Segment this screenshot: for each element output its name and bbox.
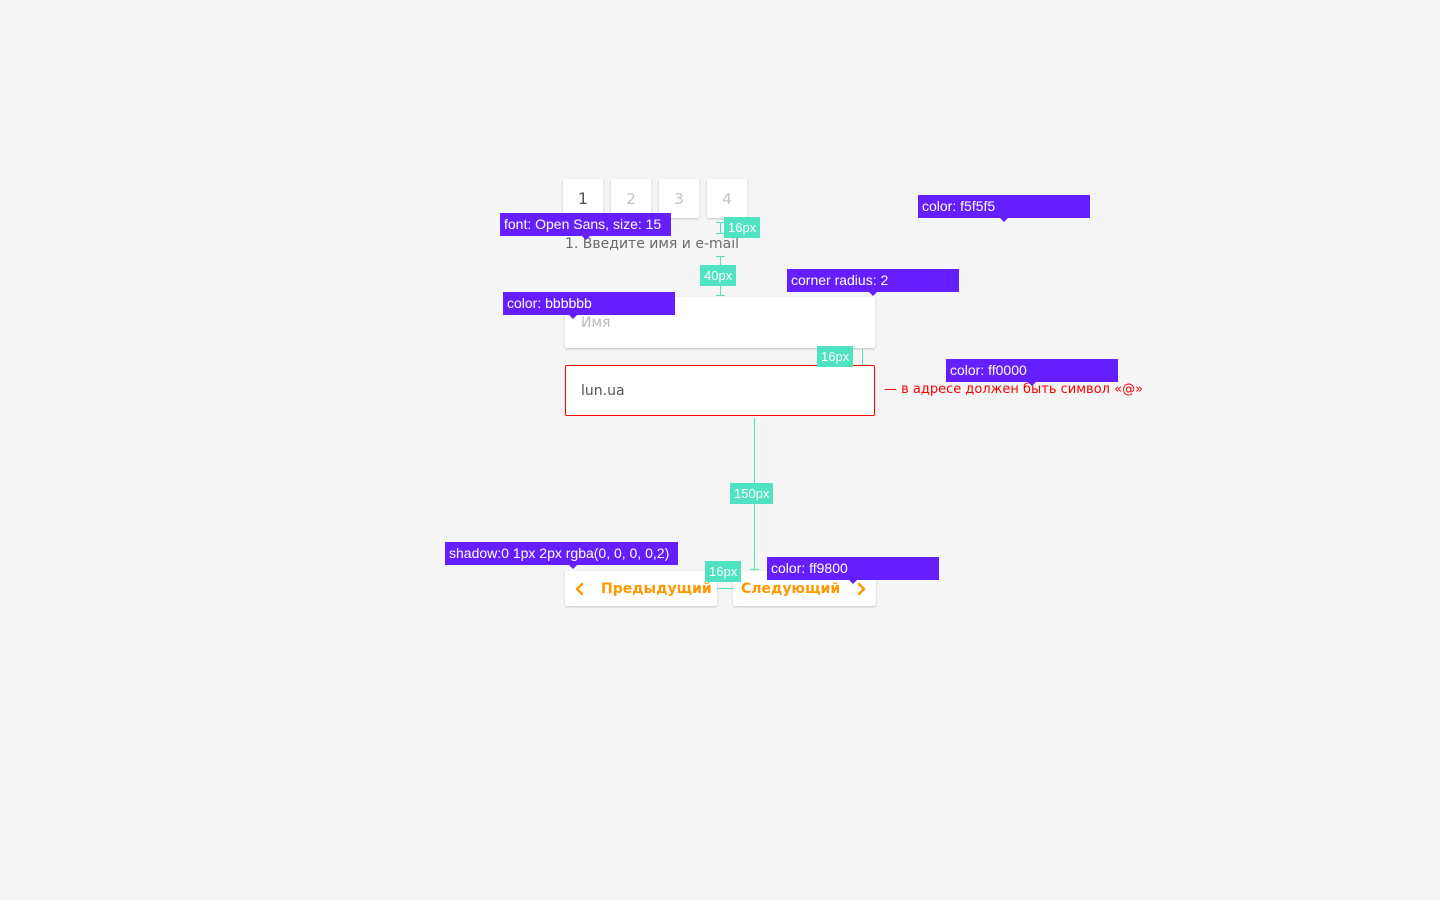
- measure-tick: [716, 233, 725, 234]
- measure-line-tabs-heading: [720, 222, 721, 234]
- email-input[interactable]: [581, 382, 859, 399]
- measure-tick: [750, 569, 759, 570]
- annotation-error-color: color: ff0000: [946, 359, 1118, 382]
- step-tab-4[interactable]: 4: [707, 179, 747, 218]
- dimension-label: 16px: [817, 346, 854, 367]
- chevron-right-icon: [857, 582, 866, 595]
- chevron-left-icon: [575, 582, 584, 595]
- annotation-font: font: Open Sans, size: 15: [500, 213, 671, 236]
- email-field[interactable]: [565, 365, 875, 416]
- form-heading: 1. Введите имя и e-mail: [565, 236, 740, 252]
- previous-button[interactable]: Предыдущий: [565, 571, 717, 606]
- measure-tick: [716, 256, 725, 257]
- dimension-label: 40px: [700, 265, 737, 286]
- dimension-label: 16px: [724, 217, 761, 238]
- annotation-corner-radius: corner radius: 2: [787, 269, 959, 292]
- step-tab-3[interactable]: 3: [659, 179, 699, 218]
- measure-tick: [716, 295, 725, 296]
- annotation-background-color: color: f5f5f5: [918, 195, 1090, 218]
- next-button-label: Следующий: [741, 580, 841, 597]
- previous-button-label: Предыдущий: [601, 580, 712, 597]
- email-error-message: — в адресе должен быть символ «@»: [884, 382, 1144, 397]
- step-tab-2[interactable]: 2: [611, 179, 651, 218]
- annotation-button-color: color: ff9800: [767, 557, 939, 580]
- step-tab-1[interactable]: 1: [563, 179, 603, 218]
- annotation-placeholder-color: color: bbbbbb: [503, 292, 675, 315]
- annotation-shadow: shadow:0 1px 2px rgba(0, 0, 0, 0,2): [445, 542, 678, 565]
- measure-tick: [716, 222, 725, 223]
- dimension-label: 150px: [730, 483, 774, 504]
- measure-line-field-gap: [862, 349, 863, 365]
- dimension-label: 16px: [705, 561, 742, 582]
- measure-line-button-gap: [717, 588, 733, 589]
- name-input[interactable]: [581, 314, 859, 331]
